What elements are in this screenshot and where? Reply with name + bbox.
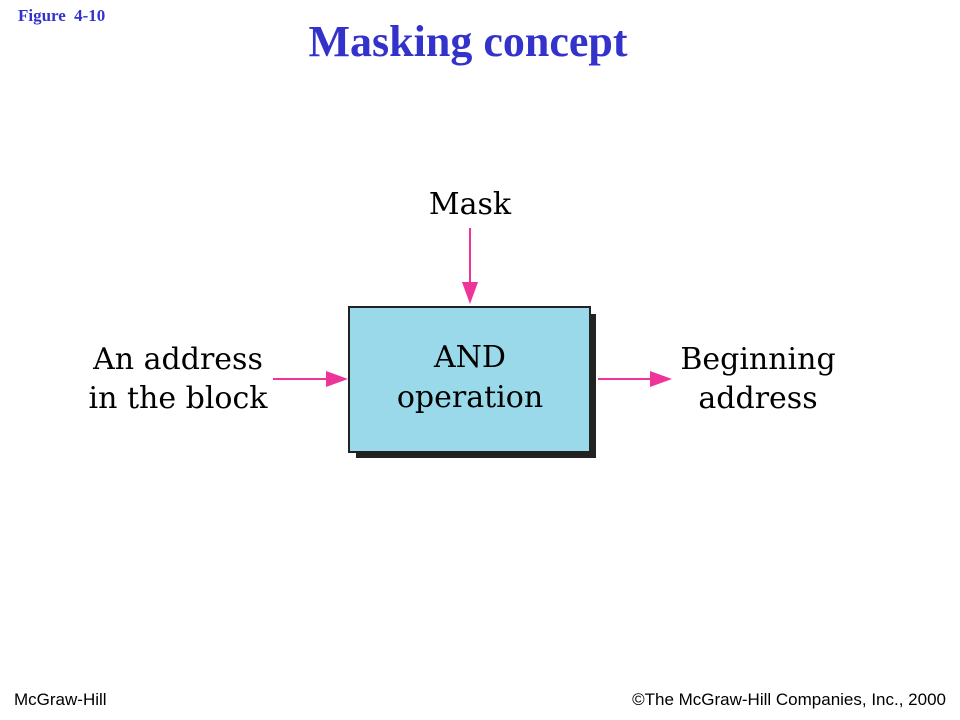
- and-operation-box: [348, 306, 591, 453]
- input-arrow: [273, 371, 348, 387]
- output-label-line2: address: [698, 381, 817, 416]
- operation-label: operation: [397, 380, 543, 415]
- page-title: Masking concept: [308, 17, 628, 66]
- output-label-line1: Beginning: [680, 342, 835, 377]
- figure-label: Figure 4-10: [18, 6, 106, 25]
- footer-copyright: ©The McGraw-Hill Companies, Inc., 2000: [632, 690, 946, 709]
- and-label: AND: [433, 340, 506, 375]
- output-arrow: [598, 371, 672, 387]
- mask-label: Mask: [429, 187, 512, 222]
- input-label-line2: in the block: [89, 381, 269, 416]
- footer-publisher: McGraw-Hill: [14, 690, 107, 709]
- input-label-line1: An address: [92, 342, 263, 377]
- mask-arrow: [462, 228, 478, 304]
